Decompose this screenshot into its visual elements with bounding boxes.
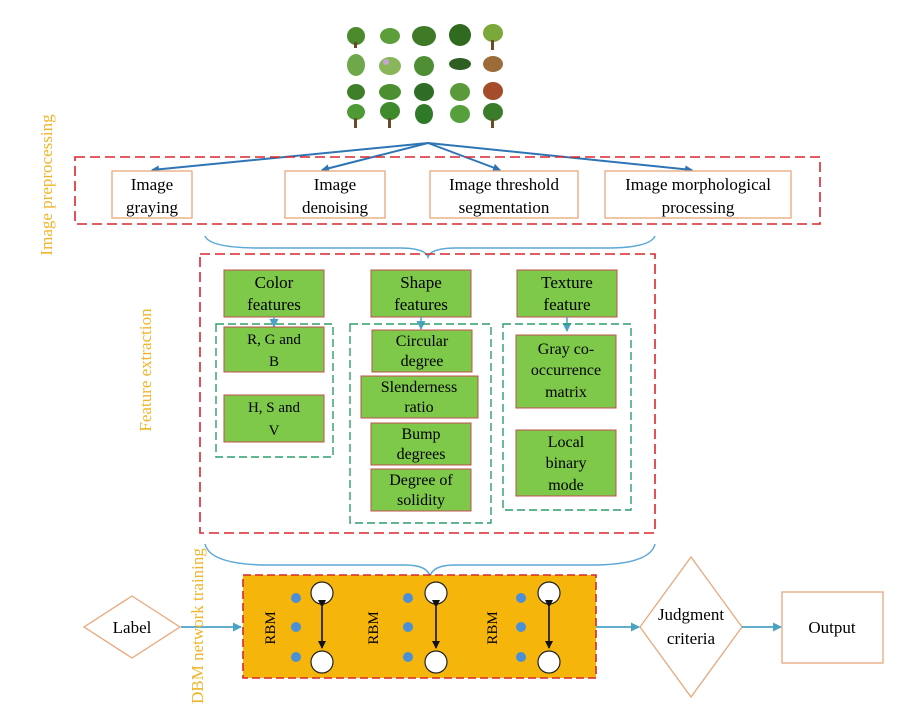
hidden-unit-node <box>310 581 334 605</box>
visible-unit-dot <box>403 622 413 632</box>
judgment-criteria-node: Judgment criteria <box>639 555 743 699</box>
step-line2: graying <box>126 198 178 217</box>
label-node: Label <box>82 595 182 659</box>
step-line2: denoising <box>302 198 369 217</box>
plant-images-grid <box>343 22 511 132</box>
rbm-layer-3: RBM <box>485 581 561 674</box>
preprocessing-brace <box>204 235 656 260</box>
feature-item <box>515 429 617 497</box>
visible-unit-dot <box>403 593 413 603</box>
stage-label-dbm-training: DBM network training <box>188 548 207 704</box>
step-line2: segmentation <box>459 198 550 217</box>
visible-unit-dot <box>403 652 413 662</box>
feature-item-line2: ratio <box>404 399 433 416</box>
group-header-line1: Texture <box>541 273 593 292</box>
step-line1: Image <box>314 175 356 194</box>
rbm-layer-2: RBM <box>366 581 448 674</box>
preprocess-step-denoising: Image denoising <box>284 170 386 219</box>
hidden-unit-node <box>537 650 561 674</box>
rbm-layer-1: RBM <box>263 581 334 674</box>
feature-item-line1: Gray co- <box>538 341 594 358</box>
judgment-line2: criteria <box>667 629 716 648</box>
preprocess-step-graying: Image graying <box>111 170 193 219</box>
feature-item-line1: Degree of <box>389 472 453 489</box>
feature-item-line1: Bump <box>401 426 440 443</box>
plant-thumbnail <box>347 102 503 128</box>
step-line1: Image <box>131 175 173 194</box>
feature-item <box>515 334 617 409</box>
group-header-line2: features <box>394 295 448 314</box>
color-features-dashed-box <box>215 323 334 458</box>
visible-unit-dot <box>516 622 526 632</box>
feature-item-line2: V <box>269 423 280 439</box>
visible-unit-dot <box>291 652 301 662</box>
visible-unit-dot <box>516 593 526 603</box>
output-node-text: Output <box>808 618 856 637</box>
feature-item-line1: R, G and <box>247 332 301 348</box>
judgment-line1: Judgment <box>658 605 724 624</box>
rbm-label: RBM <box>366 611 382 644</box>
feature-item-line2: B <box>269 354 279 370</box>
step-line2: processing <box>662 198 735 217</box>
shape-features-header <box>370 269 472 318</box>
feature-item-line2: occurrence <box>531 362 601 379</box>
step-line1: Image threshold <box>449 175 559 194</box>
color-features-header <box>223 269 325 318</box>
stage-label-preprocessing: Image preprocessing <box>37 114 56 256</box>
feature-item <box>360 375 479 419</box>
step-line1: Image morphological <box>625 175 771 194</box>
visible-unit-dot <box>291 593 301 603</box>
feature-item-line1: Circular <box>396 333 449 350</box>
feature-item <box>370 422 472 466</box>
group-header-line2: feature <box>543 295 590 314</box>
preprocess-step-morphological: Image morphological processing <box>604 170 792 219</box>
feature-extraction-brace <box>204 543 656 578</box>
preprocess-step-threshold-segmentation: Image threshold segmentation <box>429 170 579 219</box>
rbm-label: RBM <box>263 611 279 644</box>
visible-unit-dot <box>291 622 301 632</box>
plant-thumbnail <box>347 82 503 101</box>
hidden-unit-node <box>424 581 448 605</box>
hidden-unit-node <box>310 650 334 674</box>
stage-label-feature-extraction: Feature extraction <box>136 308 155 432</box>
texture-feature-group: Texture feature Gray co- occurrence matr… <box>502 269 632 511</box>
texture-feature-dashed-box <box>502 323 632 511</box>
hidden-unit-node <box>424 650 448 674</box>
output-node: Output <box>781 591 884 664</box>
feature-item-line1: H, S and <box>248 400 301 416</box>
feature-item <box>370 468 472 512</box>
feature-item-line3: matrix <box>545 384 587 401</box>
texture-feature-header <box>516 269 618 318</box>
hidden-unit-node <box>537 581 561 605</box>
feature-item <box>371 329 473 373</box>
plant-thumbnail <box>347 24 503 50</box>
feature-item-line2: degrees <box>397 446 446 463</box>
feature-extraction-container <box>199 253 656 534</box>
shape-features-group: Shape features Circular degree Slenderne… <box>349 269 492 524</box>
feature-item-line1: Local <box>548 434 585 451</box>
color-features-group: Color features R, G and B H, S and V <box>215 269 334 458</box>
dbm-network-block <box>242 574 597 679</box>
feature-item-line2: binary <box>546 455 587 472</box>
plant-thumbnail <box>347 54 503 76</box>
rbm-label: RBM <box>485 611 501 644</box>
feature-item-line2: solidity <box>397 492 445 509</box>
feature-item-line3: mode <box>548 477 584 494</box>
feature-item-line2: degree <box>401 353 444 370</box>
group-header-line2: features <box>247 295 301 314</box>
visible-unit-dot <box>516 652 526 662</box>
feature-item-line1: Slenderness <box>381 379 457 396</box>
shape-features-dashed-box <box>349 323 492 524</box>
preprocessing-container <box>74 156 821 225</box>
group-header-line1: Color <box>255 273 294 292</box>
feature-item <box>223 326 325 373</box>
group-header-line1: Shape <box>400 273 442 292</box>
label-node-text: Label <box>113 618 152 637</box>
feature-item <box>223 394 325 443</box>
